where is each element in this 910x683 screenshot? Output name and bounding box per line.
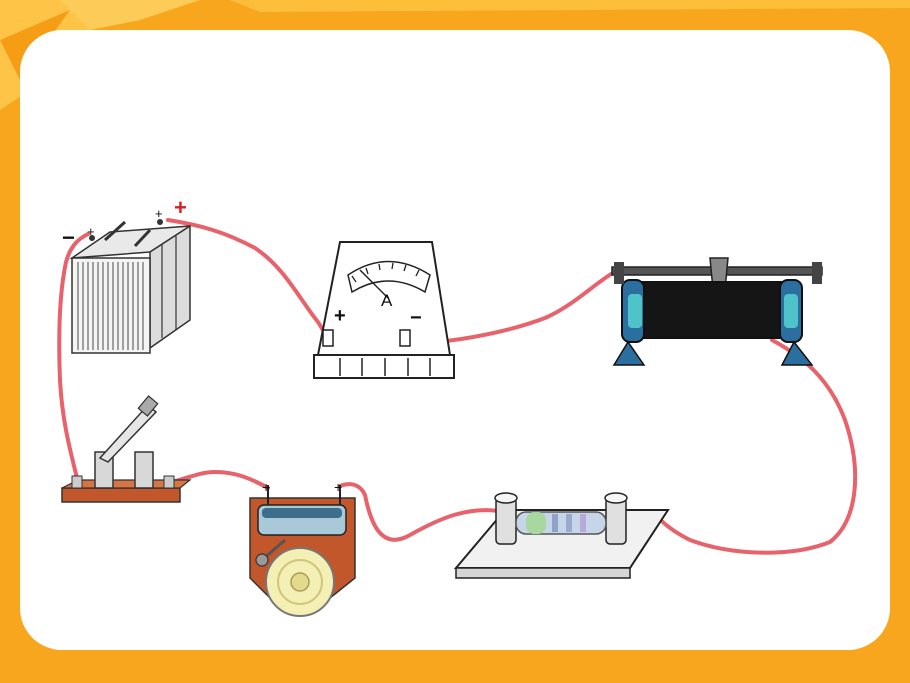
wire-switch-to-battery <box>57 232 90 484</box>
battery-ribs <box>77 262 144 350</box>
ammeter-letter-a: A <box>381 291 393 310</box>
ammeter-icon: + A − <box>313 241 455 379</box>
rheostat-icon <box>611 257 823 366</box>
bell-plus-left: + <box>262 479 270 495</box>
battery-neg-sign: − <box>62 225 75 250</box>
wire-resistor-to-bell <box>338 482 507 542</box>
wire-rheostat-to-resistor <box>653 338 858 555</box>
electric-bell-icon: + + <box>249 479 356 617</box>
battery-icon: − + + + <box>62 195 191 354</box>
battery-pos-sign: + <box>174 195 187 220</box>
wire-bell-to-switch <box>170 470 270 490</box>
wire-battery-to-ammeter <box>166 218 330 344</box>
battery-plus-small-2: + <box>155 206 163 221</box>
ammeter-pos-sign: + <box>334 305 346 327</box>
battery-plus-small-1: + <box>87 224 95 239</box>
bell-plus-right: + <box>334 479 342 495</box>
knife-switch-icon <box>61 395 192 503</box>
ammeter-neg-sign: − <box>410 307 422 329</box>
resistor-holder-icon <box>453 492 670 579</box>
